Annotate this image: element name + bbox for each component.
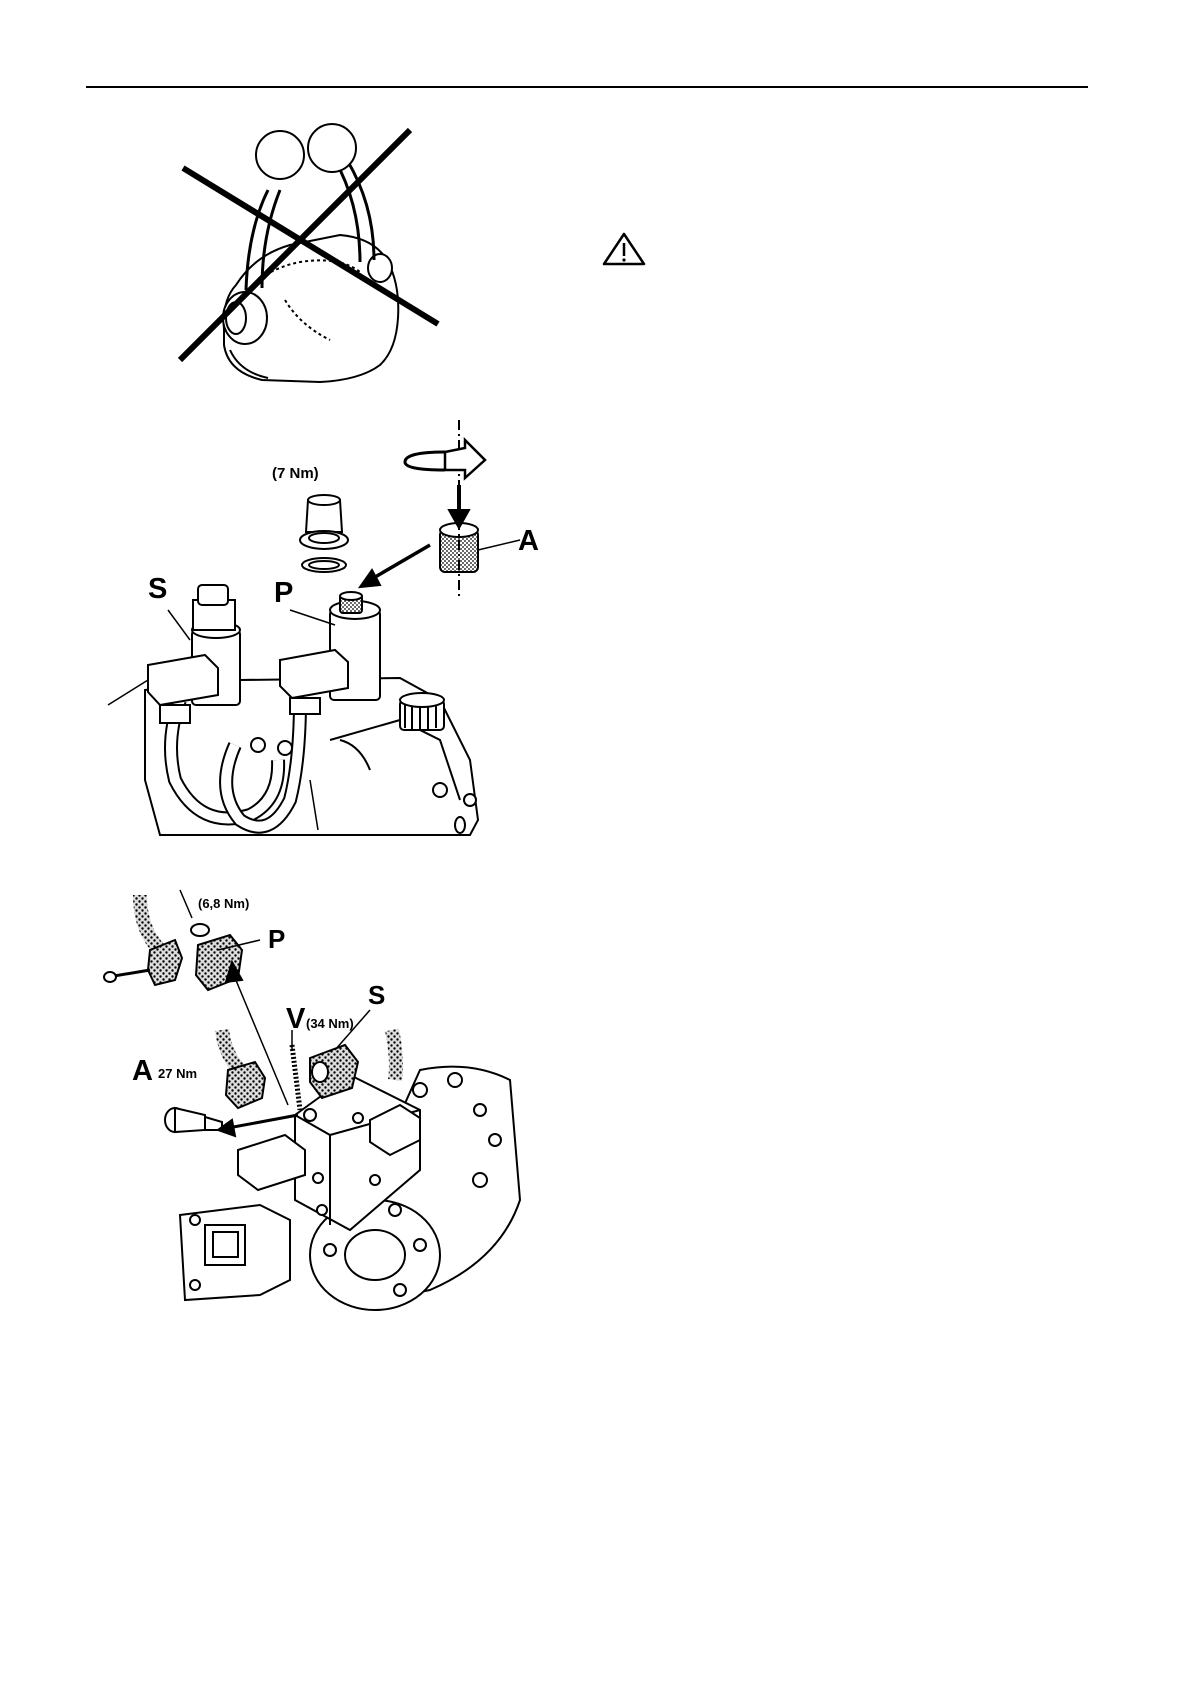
label-s-fig2: S (148, 573, 167, 605)
label-s-fig3: S (368, 980, 385, 1010)
figure-valve-block (104, 890, 520, 1310)
figure-joystick-crossed (180, 124, 438, 382)
torque-label-a: 27 Nm (158, 1066, 197, 1081)
figure-solenoid-valves (108, 420, 520, 835)
label-a-fig3: A (132, 1055, 153, 1087)
label-p-fig2: P (274, 577, 293, 609)
label-v-fig3: V (286, 1003, 306, 1035)
label-a-fig2: A (518, 525, 539, 557)
label-p-fig3: P (268, 924, 285, 954)
torque-label-v: (34 Nm) (306, 1016, 354, 1031)
warning-triangle-icon (604, 234, 644, 264)
torque-label-cap: (7 Nm) (272, 465, 319, 482)
torque-label-connector: (6,8 Nm) (198, 896, 249, 911)
